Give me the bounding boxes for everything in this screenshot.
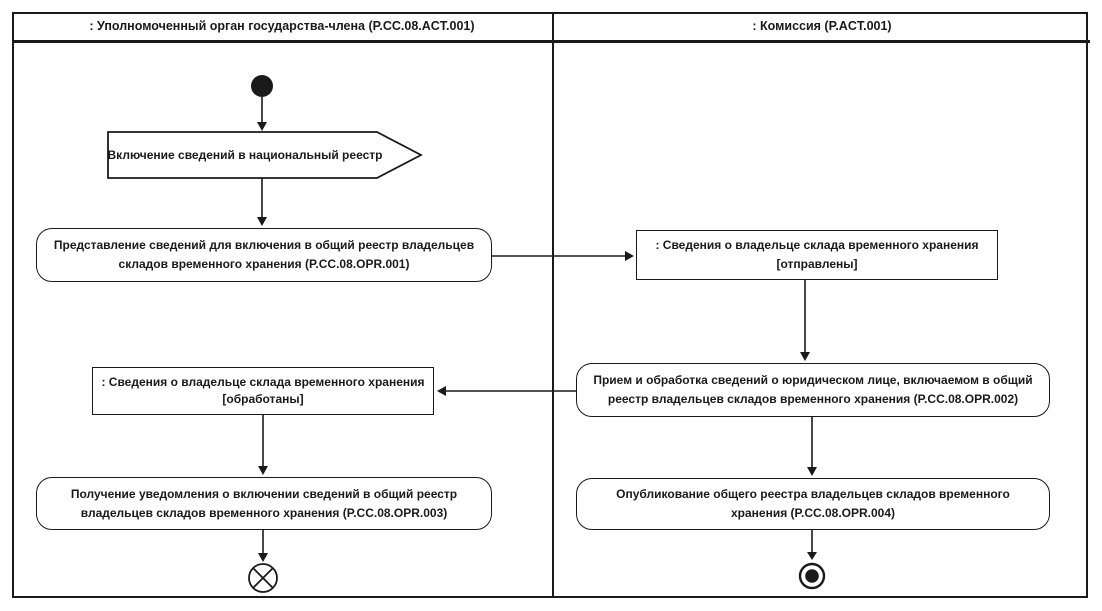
lane-header-member-state: : Уполномоченный орган государства-члена…: [89, 19, 475, 33]
object-processed-state: [обработаны]: [222, 392, 304, 407]
initial-node-icon: [251, 75, 273, 97]
edge-opr003-to-flow-final: [258, 530, 268, 562]
object-sent-state: [отправлены]: [776, 256, 858, 271]
edge-opr002-to-object-processed: [437, 386, 576, 396]
action-opr003: Получение уведомления о включении сведен…: [36, 477, 492, 530]
action-opr001-label: Представление сведений для включения в о…: [53, 238, 475, 271]
lane-divider: [552, 12, 554, 598]
object-processed-title: : Сведения о владельце склада временного…: [101, 374, 425, 389]
activity-final-node-icon: [798, 562, 826, 590]
flow-final-node-icon: [248, 563, 278, 593]
edge-signal-to-opr001: [257, 178, 267, 226]
edge-object-sent-to-opr002: [800, 280, 810, 361]
object-node-processed: : Сведения о владельце склада временного…: [92, 367, 434, 415]
diagram-border: [12, 12, 1088, 598]
action-opr004-label: Опубликование общего реестра владельцев …: [616, 487, 1010, 520]
object-sent-title: : Сведения о владельце склада временного…: [655, 238, 979, 253]
edge-start-to-signal: [257, 97, 267, 131]
action-opr002: Прием и обработка сведений о юридическом…: [576, 363, 1050, 417]
object-node-sent: : Сведения о владельце склада временного…: [636, 230, 998, 280]
edge-opr002-to-opr004: [807, 417, 817, 476]
action-opr001: Представление сведений для включения в о…: [36, 228, 492, 282]
action-opr003-label: Получение уведомления о включении сведен…: [70, 486, 458, 520]
signal-action-label: Включение сведений в национальный реестр: [107, 148, 383, 162]
edge-opr001-to-object-sent: [492, 251, 634, 261]
edge-opr004-to-activity-final: [807, 530, 817, 560]
action-opr004: Опубликование общего реестра владельцев …: [576, 478, 1050, 530]
edge-object-processed-to-opr003: [258, 415, 268, 475]
action-opr002-label: Прием и обработка сведений о юридическом…: [593, 373, 1033, 406]
lane-header-underline: [12, 40, 1090, 43]
lane-header-commission: : Комиссия (P.ACT.001): [752, 19, 892, 33]
signal-shape: [107, 131, 423, 179]
